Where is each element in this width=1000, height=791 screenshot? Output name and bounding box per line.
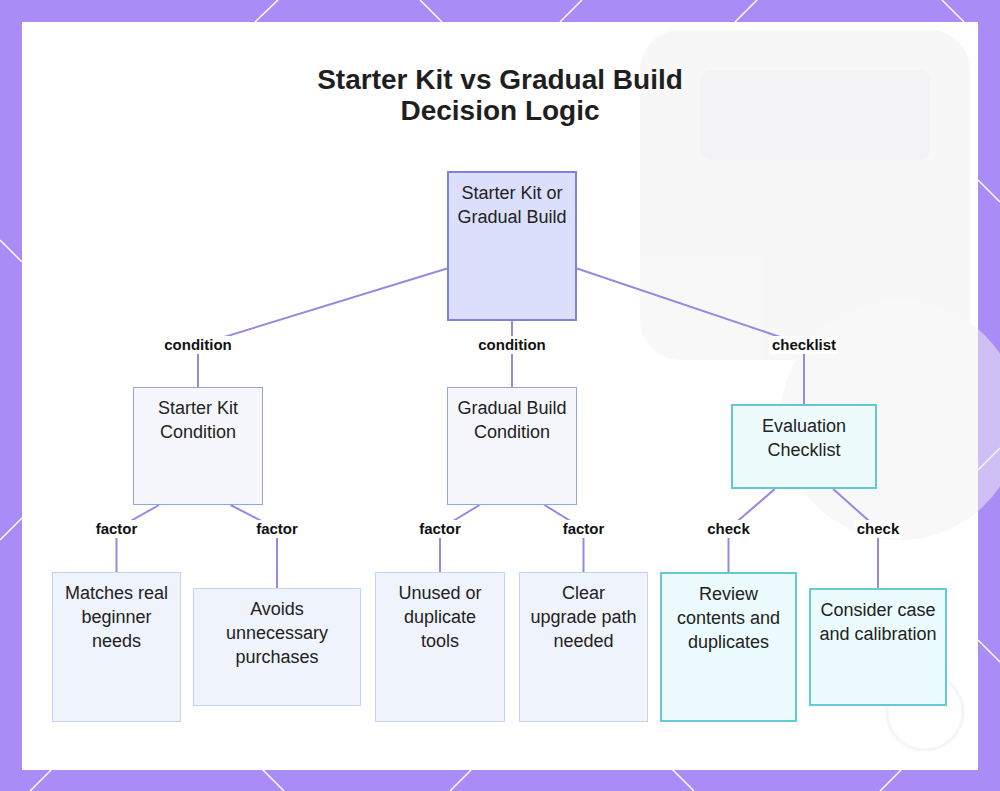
process-box: Review contents and duplicates (660, 572, 797, 722)
node-text: Consider case and calibration (819, 598, 937, 646)
node-text: Clear upgrade path needed (528, 581, 639, 653)
node-text: Evaluation Checklist (741, 414, 867, 462)
connector (545, 505, 584, 572)
edge-label: condition (161, 336, 235, 354)
process-box: Starter Kit Condition (133, 387, 263, 505)
edge-label: factor (416, 520, 464, 538)
diagram-title: Starter Kit vs Gradual Build Decision Lo… (280, 64, 720, 126)
node-text: Starter Kit or Gradual Build (457, 181, 567, 229)
edge-label: check (704, 520, 753, 538)
process-box: Clear upgrade path needed (519, 572, 648, 722)
process-box: Gradual Build Condition (447, 387, 577, 505)
faded-photo (640, 30, 1000, 750)
root-box: Starter Kit or Gradual Build (447, 171, 577, 321)
edge-label: factor (560, 520, 608, 538)
connector (511, 321, 513, 387)
connector (117, 505, 160, 572)
node-text: Avoids unnecessary purchases (202, 597, 352, 669)
edge-label: factor (93, 520, 141, 538)
connector (440, 505, 480, 572)
connector (231, 505, 278, 588)
process-box: Matches real beginner needs (52, 572, 181, 722)
edge-label: check (854, 520, 903, 538)
edge-label: condition (475, 336, 549, 354)
process-box: Consider case and calibration (809, 588, 947, 706)
edge-label: factor (253, 520, 301, 538)
node-text: Starter Kit Condition (142, 396, 254, 444)
connector (198, 269, 447, 388)
node-text: Matches real beginner needs (61, 581, 172, 653)
node-text: Unused or duplicate tools (384, 581, 496, 653)
edge-label: checklist (769, 336, 839, 354)
process-box: Avoids unnecessary purchases (193, 588, 361, 706)
process-box: Evaluation Checklist (731, 404, 877, 489)
connector (833, 489, 878, 588)
node-text: Gradual Build Condition (456, 396, 568, 444)
node-text: Review contents and duplicates (670, 582, 787, 654)
process-box: Unused or duplicate tools (375, 572, 505, 722)
